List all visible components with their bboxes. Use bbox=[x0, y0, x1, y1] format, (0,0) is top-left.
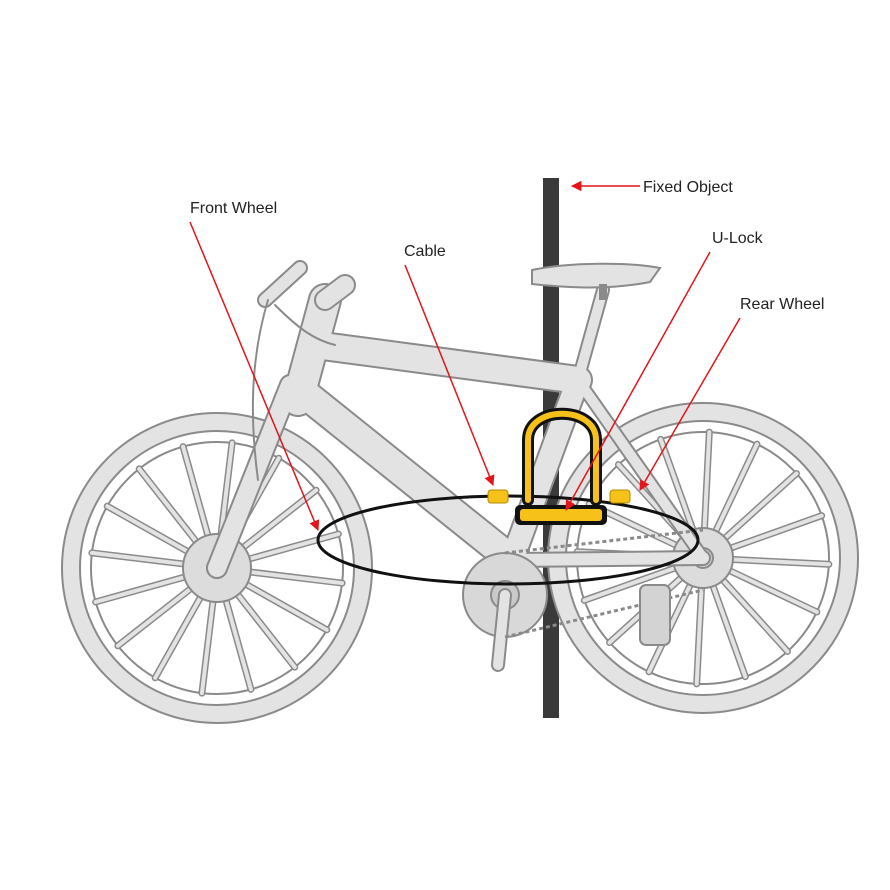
spoke-fill bbox=[711, 584, 748, 679]
spoke-fill bbox=[658, 437, 695, 532]
arrow-cable bbox=[404, 264, 495, 486]
label-u-lock: U-Lock bbox=[712, 230, 764, 247]
spoke-fill bbox=[115, 586, 193, 648]
spoke-fill bbox=[730, 557, 831, 567]
spoke-fill bbox=[137, 466, 199, 544]
spoke-fill bbox=[241, 488, 319, 550]
u-lock bbox=[515, 407, 607, 525]
spoke-fill bbox=[93, 575, 187, 604]
spoke-fill bbox=[235, 592, 297, 670]
spoke-fill bbox=[723, 471, 799, 540]
spoke-fill bbox=[89, 550, 186, 566]
bike-frame bbox=[206, 283, 711, 579]
chainring bbox=[462, 528, 704, 672]
arrow-rear-wheel bbox=[639, 317, 741, 491]
spoke-fill bbox=[247, 532, 341, 561]
spoke-fill bbox=[694, 585, 704, 686]
front-wheel-spokes bbox=[88, 439, 346, 697]
spoke-fill bbox=[702, 430, 712, 531]
spoke-fill bbox=[582, 566, 677, 603]
bike-seat bbox=[531, 262, 662, 300]
arrow-front-wheel bbox=[189, 221, 320, 531]
spoke-fill bbox=[181, 444, 210, 538]
label-rear-wheel: Rear Wheel bbox=[740, 296, 824, 313]
cable-end-right bbox=[609, 489, 631, 504]
spoke-fill bbox=[105, 504, 190, 554]
spoke-fill bbox=[224, 598, 253, 692]
cable-end-left bbox=[487, 489, 509, 504]
spoke-fill bbox=[729, 513, 824, 550]
spoke-fill bbox=[713, 442, 759, 533]
rear-derailleur bbox=[639, 584, 671, 646]
spoke-fill bbox=[153, 595, 203, 680]
label-fixed-object: Fixed Object bbox=[643, 179, 733, 196]
spoke-fill bbox=[728, 568, 819, 614]
label-cable: Cable bbox=[404, 243, 446, 260]
label-front-wheel: Front Wheel bbox=[190, 200, 277, 217]
handlebar bbox=[251, 260, 356, 481]
spoke-fill bbox=[721, 578, 790, 654]
spoke-fill bbox=[219, 440, 235, 537]
spoke-fill bbox=[248, 570, 345, 586]
arrow-u-lock bbox=[565, 251, 711, 511]
spoke-fill bbox=[199, 599, 215, 696]
spoke-fill bbox=[244, 582, 329, 632]
